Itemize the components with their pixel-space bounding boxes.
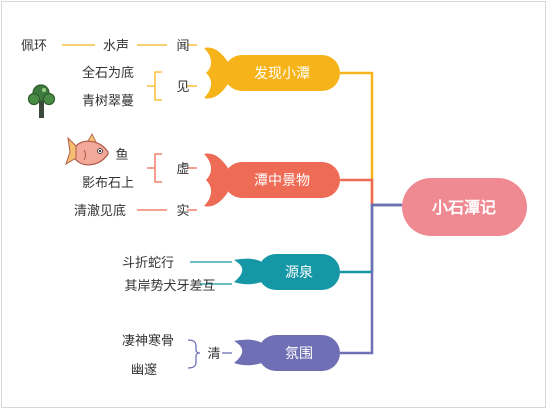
main-connectors: [340, 71, 402, 355]
branch-1-tail: [204, 47, 228, 99]
branch-2-lines: [137, 153, 197, 211]
item-chill: 凄神寒骨: [122, 333, 174, 349]
item-deep-quiet: 幽邃: [131, 362, 157, 378]
item-shadow-on-stone: 影布石上: [82, 176, 134, 191]
branch-atmosphere[interactable]: 氛围: [234, 335, 340, 371]
branch-2-shape: [224, 162, 340, 198]
branch-4-label: 氛围: [285, 346, 313, 362]
central-topic[interactable]: 小石潭记: [402, 178, 527, 236]
bracket-b4-clear: [187, 339, 201, 369]
branch-discover-pond[interactable]: 发现小潭: [204, 47, 340, 99]
branch-1-shape: [224, 55, 340, 91]
sense-hear: 闻: [176, 39, 189, 54]
bracket-b1-see: [147, 71, 162, 101]
connector-branch-2: [340, 178, 402, 207]
sense-real: 实: [176, 204, 189, 219]
branch-4-lines: [187, 339, 232, 369]
sense-see: 见: [176, 80, 189, 95]
branch-2-tail: [204, 153, 228, 207]
branch-1-lines: [62, 44, 197, 101]
branch-1-label: 发现小潭: [254, 65, 310, 82]
branch-source-spring[interactable]: 源泉: [234, 254, 340, 290]
item-fish: 鱼: [115, 147, 128, 163]
central-topic-label: 小石潭记: [432, 198, 496, 217]
bracket-b2-virtual: [147, 153, 162, 183]
branch-3-lines: [190, 261, 232, 285]
central-topic-shape: [402, 178, 527, 236]
branch-3-shape: [258, 254, 340, 290]
item-pei-huan: 佩环: [21, 39, 47, 54]
item-water-sound: 水声: [103, 39, 129, 54]
item-clear-bottom: 清澈见底: [74, 203, 126, 219]
item-jagged-bank: 其岸势犬牙差互: [124, 278, 215, 294]
branch-4-tail: [234, 339, 262, 366]
branch-pond-scenery[interactable]: 潭中景物: [204, 153, 340, 207]
sense-clear: 清: [207, 347, 220, 362]
tree-icon: [27, 84, 56, 118]
branch-4-shape: [258, 335, 340, 371]
branch-2-label: 潭中景物: [254, 172, 310, 189]
item-winding-stream: 斗折蛇行: [122, 256, 174, 271]
sense-virtual: 虚: [176, 162, 189, 177]
fish-icon: [65, 133, 109, 166]
branch-3-tail: [234, 258, 262, 285]
item-stone-bottom: 全石为底: [82, 65, 134, 81]
item-green-trees: 青树翠蔓: [82, 94, 134, 109]
branch-3-label: 源泉: [285, 264, 313, 281]
connector-branch-4: [340, 203, 402, 355]
